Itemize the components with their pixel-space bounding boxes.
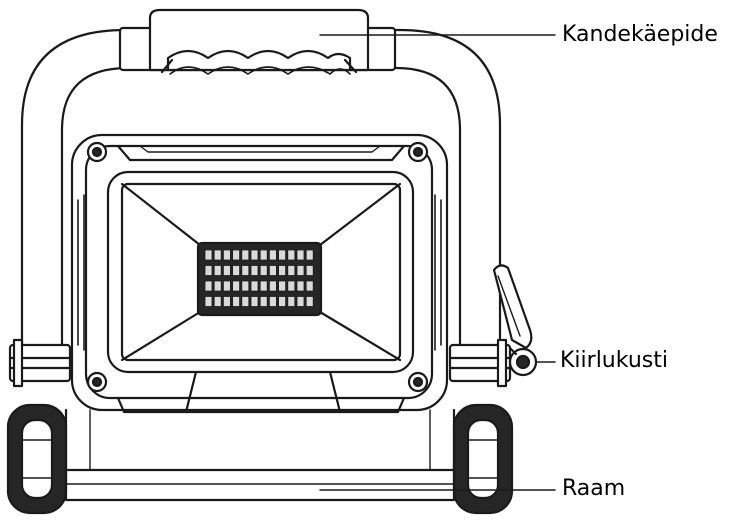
led-chip: [241, 249, 250, 261]
led-chip: [296, 296, 305, 307]
led-chip: [213, 280, 222, 292]
led-chip: [232, 265, 241, 276]
led-chip: [305, 249, 314, 261]
label-frame: Raam: [562, 476, 626, 501]
led-chip: [232, 280, 241, 292]
led-chip: [259, 265, 268, 276]
led-chip: [204, 265, 213, 276]
led-chip: [232, 296, 241, 307]
led-chip: [287, 249, 296, 261]
corner-screw: [407, 141, 429, 163]
corner-screw: [86, 141, 108, 163]
led-chip: [305, 296, 314, 307]
led-chip: [213, 249, 222, 261]
led-chip: [241, 280, 250, 292]
label-carry-handle: Kandekäepide: [562, 22, 718, 47]
led-chip: [296, 280, 305, 292]
led-chip: [287, 280, 296, 292]
led-chip: [278, 280, 287, 292]
carry-handle: [118, 8, 397, 75]
led-chip: [278, 265, 287, 276]
side-clamp-left: [8, 338, 72, 388]
led-chip: [222, 265, 231, 276]
led-chip: [250, 265, 259, 276]
led-chip: [268, 249, 277, 261]
led-chip: [268, 296, 277, 307]
led-chip: [278, 296, 287, 307]
wheel-right: [452, 403, 514, 515]
led-chip: [204, 296, 213, 307]
led-chip: [268, 280, 277, 292]
led-chip: [232, 249, 241, 261]
led-chip: [259, 280, 268, 292]
led-chip: [250, 280, 259, 292]
led-chip: [241, 265, 250, 276]
side-clamp-right: [448, 338, 512, 388]
frame-bar: [64, 408, 456, 502]
led-chip: [204, 249, 213, 261]
led-chip: [259, 296, 268, 307]
led-module: [196, 241, 323, 317]
quick-lock: [492, 264, 538, 377]
led-chip: [305, 265, 314, 276]
led-chip: [287, 265, 296, 276]
led-chip: [278, 249, 287, 261]
corner-screw: [407, 371, 429, 393]
led-chip: [222, 249, 231, 261]
led-chip: [296, 265, 305, 276]
led-grid: [204, 249, 314, 307]
led-chip: [241, 296, 250, 307]
led-chip: [222, 296, 231, 307]
led-chip: [287, 296, 296, 307]
led-chip: [222, 280, 231, 292]
led-chip: [213, 265, 222, 276]
led-chip: [296, 249, 305, 261]
corner-screw: [86, 371, 108, 393]
led-chip: [305, 280, 314, 292]
led-chip: [204, 280, 213, 292]
wheel-left: [6, 403, 68, 515]
led-chip: [268, 265, 277, 276]
label-quick-lock: Kiirlukusti: [560, 348, 668, 373]
led-chip: [250, 296, 259, 307]
led-chip: [213, 296, 222, 307]
led-chip: [250, 249, 259, 261]
led-chip: [259, 249, 268, 261]
